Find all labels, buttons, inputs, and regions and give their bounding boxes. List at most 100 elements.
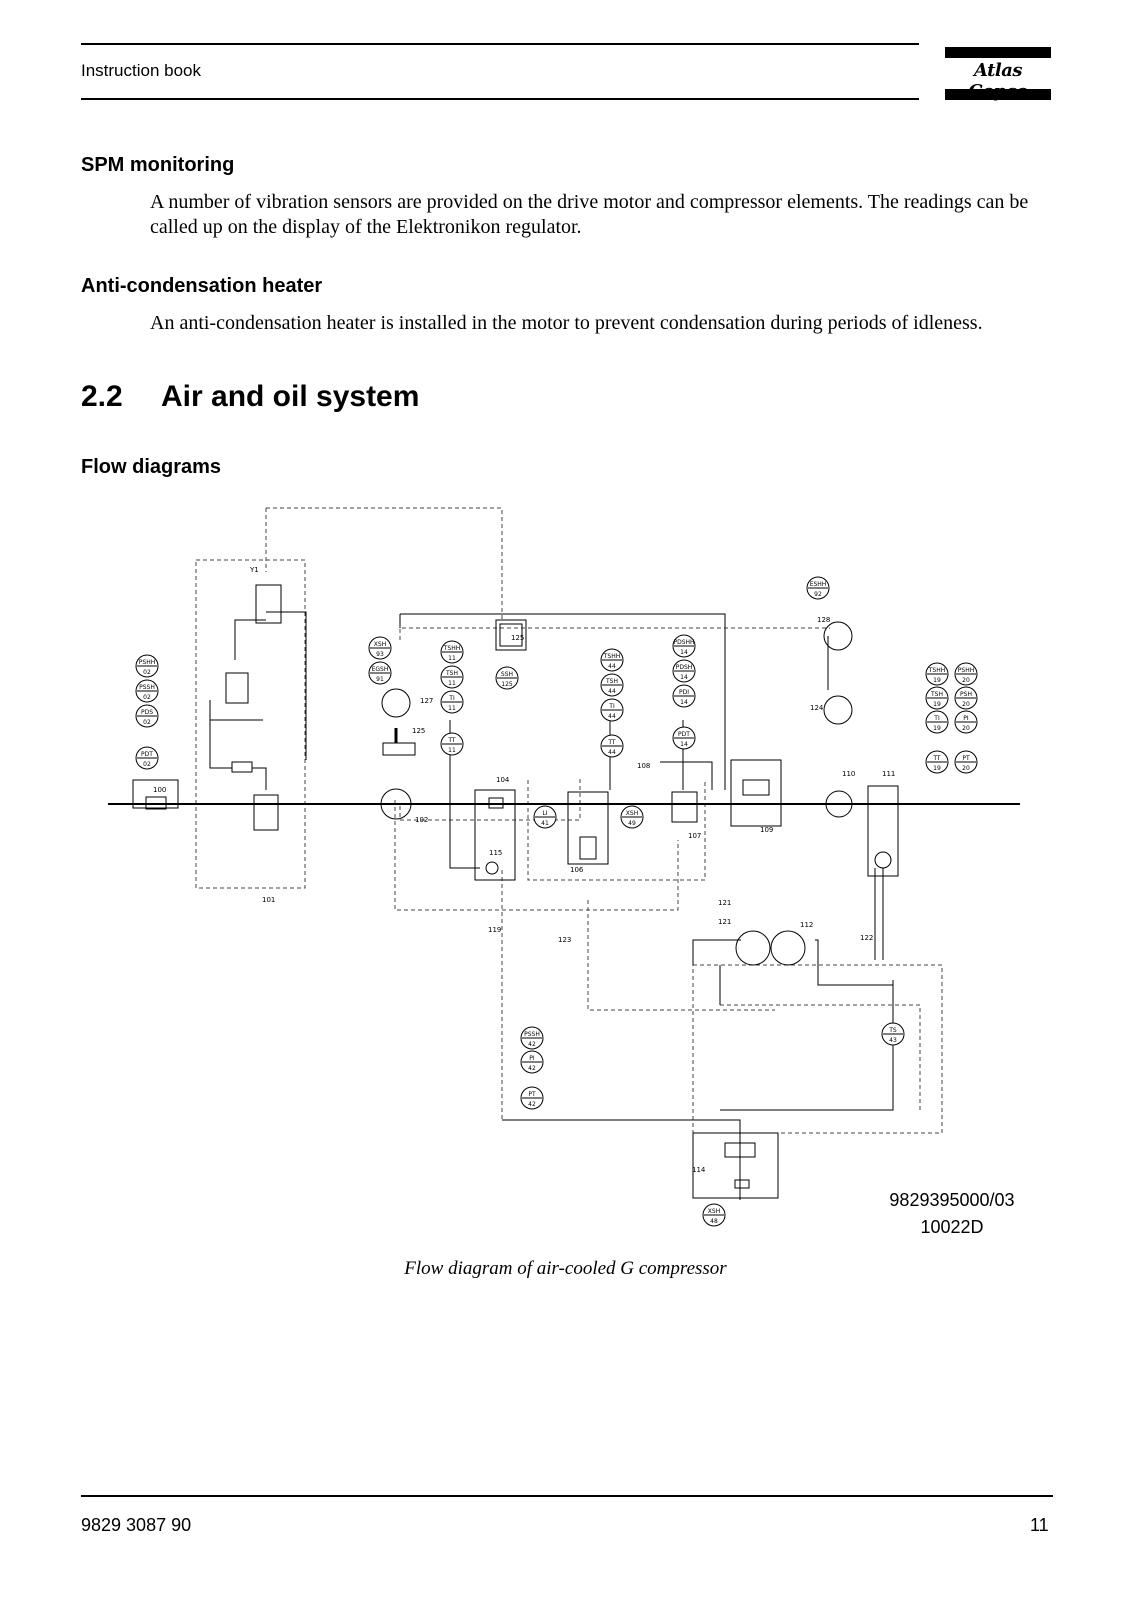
svg-text:19: 19	[933, 701, 941, 708]
svg-text:TT: TT	[932, 755, 941, 762]
svg-text:11: 11	[448, 680, 456, 687]
svg-text:92: 92	[814, 591, 822, 598]
svg-text:TI: TI	[448, 695, 455, 702]
fan-124	[823, 695, 853, 725]
svg-text:41: 41	[541, 820, 549, 827]
instrument-ssh-125: SSH 125	[495, 666, 519, 690]
oil-cooler-114	[692, 1132, 779, 1199]
component-label-121: 121	[718, 918, 731, 926]
component-label-115: 115	[489, 849, 502, 857]
instrument-pi-42: PI 42	[520, 1050, 544, 1074]
controller-125	[495, 619, 527, 651]
component-label-123: 123	[558, 936, 571, 944]
svg-text:TT: TT	[607, 739, 616, 746]
instrument-eshh-92: ESHH 92	[806, 576, 830, 600]
dryer-109	[730, 759, 782, 827]
svg-text:TSHH: TSHH	[603, 653, 621, 660]
svg-text:11: 11	[448, 705, 456, 712]
svg-text:TI: TI	[608, 703, 615, 710]
filter-107	[671, 791, 698, 823]
svg-text:43: 43	[889, 1037, 897, 1044]
svg-text:20: 20	[962, 765, 970, 772]
coupling	[382, 742, 416, 756]
svg-text:SSH: SSH	[501, 671, 513, 678]
heater-heading: Anti-condensation heater	[81, 275, 323, 297]
air-filter-100	[132, 779, 179, 809]
svg-text:TSH: TSH	[930, 691, 943, 698]
instrument-pdsh-14: PDSH 14	[672, 659, 696, 683]
svg-text:PSHH: PSHH	[139, 659, 155, 666]
footer-doc-id: 9829 3087 90	[81, 1515, 192, 1535]
instrument-tshh-44: TSHH 44	[600, 648, 624, 672]
header-top-rule	[81, 43, 919, 45]
svg-text:20: 20	[962, 701, 970, 708]
separator-106	[567, 791, 609, 865]
svg-text:49: 49	[628, 820, 636, 827]
oil-pump-112a	[735, 930, 771, 966]
svg-text:44: 44	[608, 713, 616, 720]
component-label-102: 102	[415, 816, 428, 824]
signal-lines	[195, 507, 943, 1134]
component-label-127: 127	[420, 697, 433, 705]
svg-text:02: 02	[143, 669, 151, 676]
svg-text:PDSH: PDSH	[676, 664, 693, 671]
solenoid-valve-y1	[255, 584, 282, 624]
svg-text:TSHH: TSHH	[443, 645, 461, 652]
svg-text:125: 125	[501, 681, 513, 688]
chapter-number: 2.2	[81, 380, 123, 413]
instrument-pi-20: PI 20	[954, 710, 978, 734]
svg-text:PSSH: PSSH	[524, 1031, 540, 1038]
diagram-doc-number: 9829395000/03	[889, 1190, 1015, 1210]
svg-text:EGSH: EGSH	[372, 666, 389, 673]
svg-text:20: 20	[962, 725, 970, 732]
svg-text:93: 93	[376, 651, 384, 658]
svg-text:PDSHH: PDSHH	[673, 639, 694, 646]
svg-text:20: 20	[962, 677, 970, 684]
svg-text:14: 14	[680, 741, 688, 748]
svg-text:42: 42	[528, 1065, 536, 1072]
spm-heading: SPM monitoring	[81, 154, 235, 176]
svg-text:44: 44	[608, 749, 616, 756]
instrument-tsh-19: TSH 19	[925, 686, 949, 710]
svg-text:ESHH: ESHH	[810, 581, 827, 588]
component-label-124: 124	[810, 704, 824, 712]
svg-text:42: 42	[528, 1101, 536, 1108]
footer-rule	[81, 1495, 1053, 1497]
logo-bottom-bar	[945, 89, 1051, 100]
component-label-Y1: Y1	[249, 566, 259, 574]
component-label-101: 101	[262, 896, 275, 904]
svg-text:TI: TI	[933, 715, 940, 722]
svg-text:PI: PI	[529, 1055, 535, 1062]
svg-text:02: 02	[143, 719, 151, 726]
chapter-title: Air and oil system	[161, 380, 420, 413]
aftercooler-110	[825, 790, 853, 818]
svg-text:44: 44	[608, 663, 616, 670]
svg-text:42: 42	[528, 1041, 536, 1048]
moisture-trap-111	[867, 785, 899, 877]
svg-text:PDT: PDT	[678, 731, 690, 738]
check-valve	[231, 761, 253, 773]
component-label-119: 119	[488, 926, 501, 934]
header-bottom-rule	[81, 98, 919, 100]
svg-text:TS: TS	[888, 1027, 897, 1034]
svg-text:PI: PI	[963, 715, 969, 722]
instrument-pssh-42: PSSH 42	[520, 1026, 544, 1050]
svg-text:TSHH: TSHH	[928, 667, 946, 674]
instrument-pdt-14: PDT 14	[672, 726, 696, 750]
svg-text:LI: LI	[542, 810, 547, 817]
svg-text:PSSH: PSSH	[139, 684, 155, 691]
page-number: 11	[1030, 1515, 1049, 1535]
svg-text:11: 11	[448, 747, 456, 754]
svg-text:14: 14	[680, 674, 688, 681]
instrument-ts-43: TS 43	[881, 1022, 905, 1046]
component-label-111: 111	[882, 770, 895, 778]
